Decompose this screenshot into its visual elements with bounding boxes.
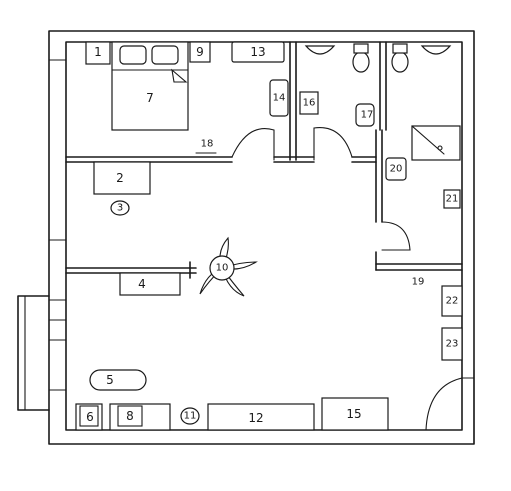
label-15: 15 — [346, 407, 361, 421]
label-10: 10 — [216, 263, 229, 274]
table-4 — [119, 272, 181, 296]
living-furniture: 2 3 4 10 19 22 23 5 6 8 11 12 — [75, 161, 463, 431]
sink-left — [304, 45, 336, 55]
label-22: 22 — [446, 296, 459, 307]
toilet-right — [391, 51, 409, 73]
cabinet-15 — [321, 397, 389, 431]
label-12: 12 — [248, 411, 263, 425]
label-8: 8 — [126, 409, 134, 423]
stool-11 — [180, 407, 200, 425]
label-7: 7 — [146, 91, 154, 105]
label-11: 11 — [184, 411, 197, 422]
cabinet-20 — [385, 157, 407, 181]
dresser-13 — [231, 41, 285, 63]
label-16: 16 — [303, 98, 316, 109]
bedside-table-9 — [189, 41, 211, 63]
label-1: 1 — [94, 45, 102, 59]
bedroom-furniture: 1 7 9 13 14 18 — [85, 41, 289, 154]
balcony — [17, 295, 50, 411]
sofa-5 — [89, 369, 147, 391]
label-13: 13 — [250, 45, 265, 59]
stool-3 — [110, 200, 130, 216]
label-21: 21 — [446, 194, 459, 205]
desk-2 — [93, 161, 151, 195]
sink-right — [420, 45, 452, 55]
bathroom-fixtures: 16 17 20 21 — [299, 43, 461, 209]
washer-17 — [355, 103, 375, 127]
label-9: 9 — [196, 45, 204, 59]
ceiling-fan-10: 10 — [199, 236, 258, 297]
bed-pillow-left — [119, 45, 147, 65]
label-6: 6 — [86, 410, 94, 424]
label-23: 23 — [446, 339, 459, 350]
cabinet-23 — [441, 327, 463, 361]
shower — [411, 125, 461, 161]
label-14: 14 — [273, 93, 286, 104]
tv-stand-12 — [207, 403, 315, 431]
label-19: 19 — [412, 277, 425, 288]
label-5: 5 — [106, 373, 114, 387]
chair-14 — [269, 79, 289, 117]
label-17: 17 — [361, 110, 374, 121]
cabinet-22 — [441, 285, 463, 317]
label-20: 20 — [390, 164, 403, 175]
cabinet-16 — [299, 91, 319, 115]
label-3: 3 — [117, 203, 123, 214]
bed-pillow-right — [151, 45, 179, 65]
label-2: 2 — [116, 171, 124, 185]
label-18: 18 — [201, 139, 214, 150]
label-4: 4 — [138, 277, 146, 291]
bedside-table-1 — [85, 41, 111, 65]
cabinet-21 — [443, 189, 461, 209]
toilet-left — [352, 51, 370, 73]
